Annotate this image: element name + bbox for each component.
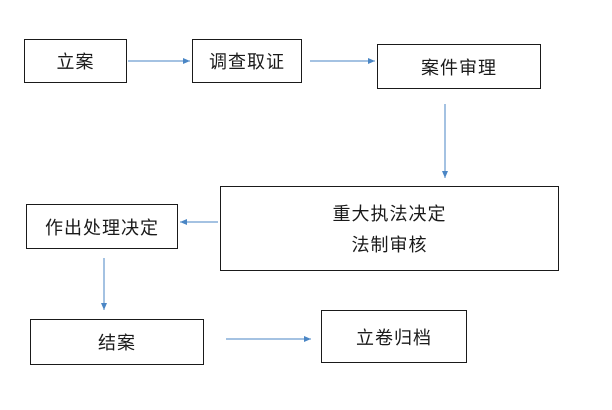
node-zhongda-line1: 重大执法决定	[332, 203, 447, 225]
node-anjian-shenli-label: 案件审理	[421, 57, 497, 79]
node-anjian-shenli: 案件审理	[377, 44, 541, 89]
node-zuochu-chuli-jueding-label: 作出处理决定	[45, 217, 159, 239]
node-diaocha-quzheng: 调查取证	[192, 39, 302, 83]
node-jiean-label: 结案	[98, 333, 136, 354]
node-zhongda-line2: 法制审核	[351, 235, 428, 257]
node-lijuan-guidang: 立卷归档	[321, 310, 467, 363]
node-lian: 立案	[24, 39, 127, 83]
node-zuochu-chuli-jueding: 作出处理决定	[26, 204, 178, 249]
node-diaocha-quzheng-label: 调查取证	[209, 52, 285, 73]
node-zhongda-zhifa-jueding: 重大执法决定 法制审核	[220, 186, 559, 271]
node-lijuan-guidang-label: 立卷归档	[356, 327, 432, 349]
node-jiean: 结案	[30, 319, 204, 365]
node-lian-label: 立案	[56, 52, 95, 73]
